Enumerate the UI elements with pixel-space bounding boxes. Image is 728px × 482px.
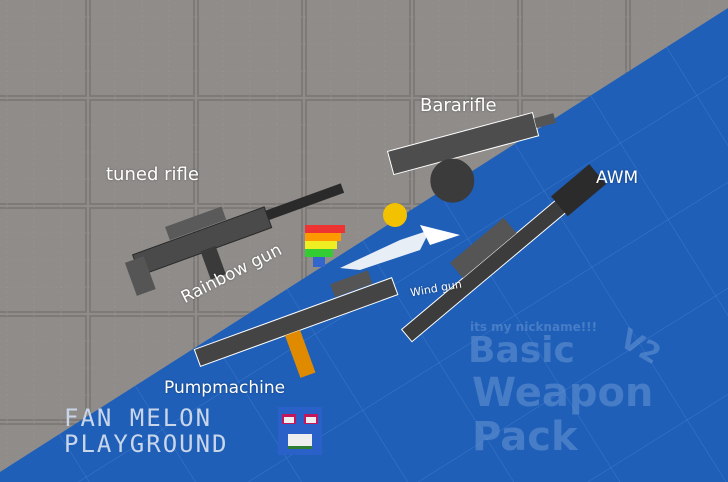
fan-melon-line2: PLAYGROUND <box>64 430 229 458</box>
title-basic: Basic <box>468 330 575 371</box>
awm-label: AWM <box>596 168 639 188</box>
tuned-rifle-label: tuned rifle <box>106 164 199 185</box>
bararifle-label: Bararifle <box>420 95 497 116</box>
pumpmachine-weapon[interactable] <box>189 264 413 409</box>
awm-weapon[interactable] <box>389 153 607 344</box>
blue-diagonal-banner <box>0 8 728 482</box>
rainbow-gun-weapon[interactable] <box>305 225 345 267</box>
title-weapon: Weapon <box>472 370 654 416</box>
bararifle-weapon[interactable] <box>386 107 570 216</box>
pumpmachine-label: Pumpmachine <box>164 378 286 398</box>
title-pack: Pack <box>472 414 578 460</box>
wind-gun-weapon[interactable] <box>340 203 460 270</box>
tuned-rifle-weapon[interactable] <box>118 165 356 305</box>
tagline-watermark: its my nickname!!! <box>470 320 598 334</box>
fan-melon-line1: FAN MELON <box>64 404 213 432</box>
melon-face-logo-icon <box>278 407 322 455</box>
